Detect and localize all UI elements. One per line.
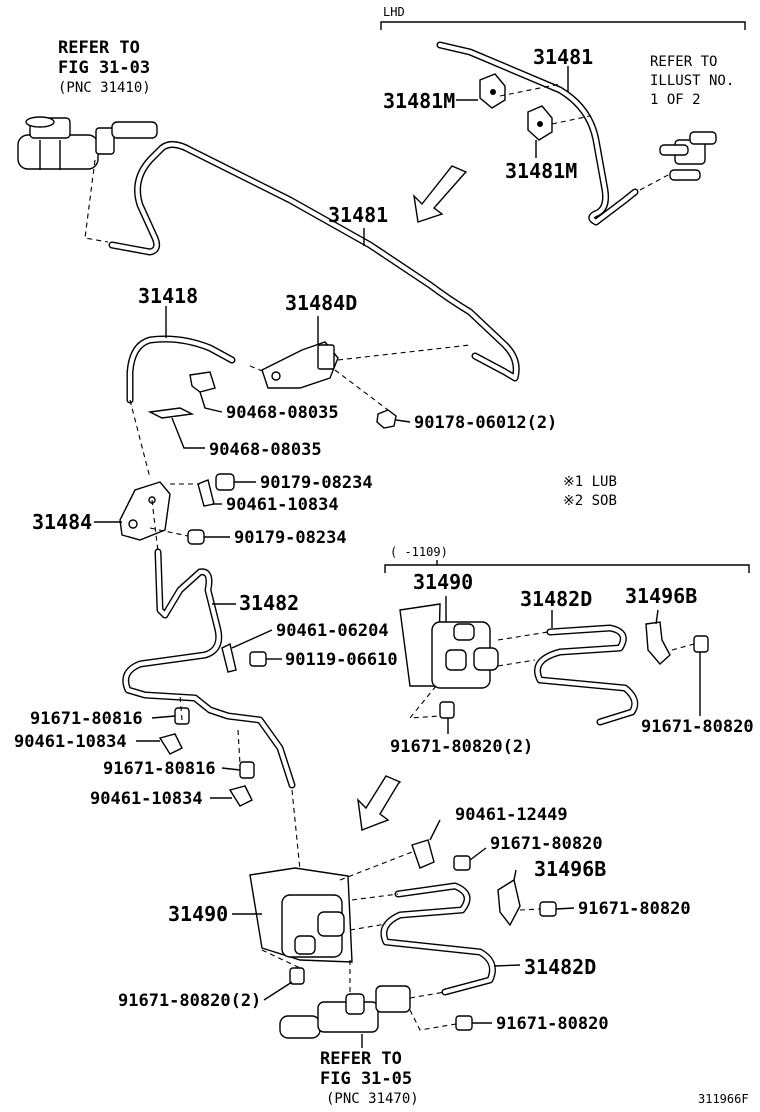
- label-91671-d: 91671-80820(2): [390, 737, 533, 757]
- ref-top-right-line2: ILLUST NO.: [650, 73, 734, 89]
- bolt-91671-h: [455, 1015, 473, 1031]
- bracket-31484d: [261, 341, 339, 389]
- label-31481-main: 31481: [328, 203, 388, 227]
- clip-90461-c: [158, 733, 183, 755]
- clip-31481m-a: [479, 73, 506, 109]
- ref-top-right: REFER TO ILLUST NO. 1 OF 2: [650, 54, 734, 108]
- leader-lines: [94, 66, 701, 1048]
- ref-top-left: REFER TO FIG 31-03 (PNC 31410): [58, 38, 151, 96]
- label-31496b-top: 31496B: [625, 584, 697, 608]
- pipe-31482d-top: [534, 624, 639, 726]
- arrow-top: [412, 165, 468, 223]
- label-31481m-a: 31481M: [383, 89, 455, 113]
- label-31496b-bottom: 31496B: [534, 857, 606, 881]
- label-91671-b: 91671-80816: [103, 759, 216, 779]
- pipe-31481-main: [108, 141, 520, 382]
- ref-top-right-line3: 1 OF 2: [650, 92, 701, 108]
- label-91671-h: 91671-80820: [496, 1014, 609, 1034]
- label-90468-b: 90468-08035: [209, 440, 322, 460]
- label-90461-a: 90461-10834: [226, 495, 339, 515]
- bolt-91671-g: [289, 967, 305, 985]
- nut-90179-a: [215, 473, 235, 491]
- legend-lub: ※1 LUB: [563, 474, 617, 490]
- label-91671-f: 91671-80820: [578, 899, 691, 919]
- label-90178: 90178-06012(2): [414, 413, 557, 433]
- label-91671-e: 91671-80820: [490, 834, 603, 854]
- valve-31490-bottom: [249, 867, 353, 963]
- label-31482d-bottom: 31482D: [524, 955, 596, 979]
- bolt-91671-f: [539, 901, 557, 917]
- clip-90461-e: [411, 839, 435, 869]
- valve-31490-top: [399, 603, 499, 689]
- label-31481-lhd: 31481: [533, 45, 593, 69]
- label-90468-a: 90468-08035: [226, 403, 339, 423]
- clip-90468-a: [189, 371, 216, 393]
- clip-90461-a: [197, 479, 215, 507]
- bolt-91671-e: [453, 855, 471, 871]
- dashed-lines: [84, 83, 695, 1031]
- label-90461-e: 90461-12449: [455, 805, 568, 825]
- ref-top-left-line1: REFER TO: [58, 38, 140, 58]
- label-31490-bottom: 31490: [168, 902, 228, 926]
- legend-sob: ※2 SOB: [563, 493, 617, 509]
- label-31482: 31482: [239, 591, 299, 615]
- clip-90468-b: [147, 407, 195, 419]
- pipe-31481-lhd: [436, 41, 639, 226]
- ref-bottom-line2: FIG 31-05: [320, 1069, 412, 1089]
- clip-90461-d: [228, 785, 253, 807]
- ref-bottom-line3: (PNC 31470): [326, 1091, 419, 1107]
- pipe-31482: [122, 548, 296, 789]
- label-90461-b: 90461-06204: [276, 621, 389, 641]
- part-labels: 31481 31481M 31481M 31481 31418 31484D 9…: [14, 45, 754, 1034]
- label-31484d: 31484D: [285, 291, 357, 315]
- label-90461-d: 90461-10834: [90, 789, 203, 809]
- clip-90461-b: [221, 642, 237, 673]
- arrow-bottom: [357, 775, 402, 831]
- ref-bottom: REFER TO FIG 31-05 (PNC 31470): [320, 1049, 419, 1107]
- bolt-90119: [249, 651, 278, 667]
- clip-31481m-b: [527, 105, 553, 141]
- ref-top-left-line3: (PNC 31410): [58, 80, 151, 96]
- master-cylinder: [17, 116, 158, 170]
- union-fitting-lhd: [659, 131, 717, 181]
- label-91671-a: 91671-80816: [30, 709, 143, 729]
- nut-90179-b: [187, 529, 205, 545]
- label-91671-g: 91671-80820(2): [118, 991, 261, 1011]
- label-90461-c: 90461-10834: [14, 732, 127, 752]
- pipe-31482d-bottom: [380, 882, 496, 996]
- label-31484: 31484: [32, 510, 92, 534]
- label-90179-b: 90179-08234: [234, 528, 347, 548]
- range-bracket: ( -1109): [384, 545, 750, 573]
- lhd-bracket: LHD: [380, 5, 746, 30]
- label-90179-a: 90179-08234: [260, 473, 373, 493]
- bracket-31484: [119, 481, 171, 541]
- hose-31418: [126, 335, 236, 404]
- label-31481m-b: 31481M: [505, 159, 577, 183]
- lhd-label: LHD: [383, 5, 405, 19]
- nut-90178: [376, 409, 397, 429]
- bolt-91671-d: [439, 701, 455, 719]
- ref-top-left-line2: FIG 31-03: [58, 58, 150, 78]
- release-cylinder: [279, 985, 411, 1039]
- label-91671-c: 91671-80820: [641, 717, 754, 737]
- figure-id: 311966F: [698, 1092, 749, 1106]
- range-label: ( -1109): [390, 545, 448, 559]
- label-31482d-top: 31482D: [520, 587, 592, 611]
- bolt-91671-b: [239, 761, 255, 779]
- bracket-31496b-bottom: [497, 878, 521, 927]
- label-31490-top: 31490: [413, 570, 473, 594]
- bracket-31496b-top: [645, 621, 671, 666]
- ref-bottom-line1: REFER TO: [320, 1049, 402, 1069]
- ref-top-right-line1: REFER TO: [650, 54, 717, 70]
- label-90119: 90119-06610: [285, 650, 398, 670]
- label-31418: 31418: [138, 284, 198, 308]
- bolt-91671-c: [693, 635, 709, 653]
